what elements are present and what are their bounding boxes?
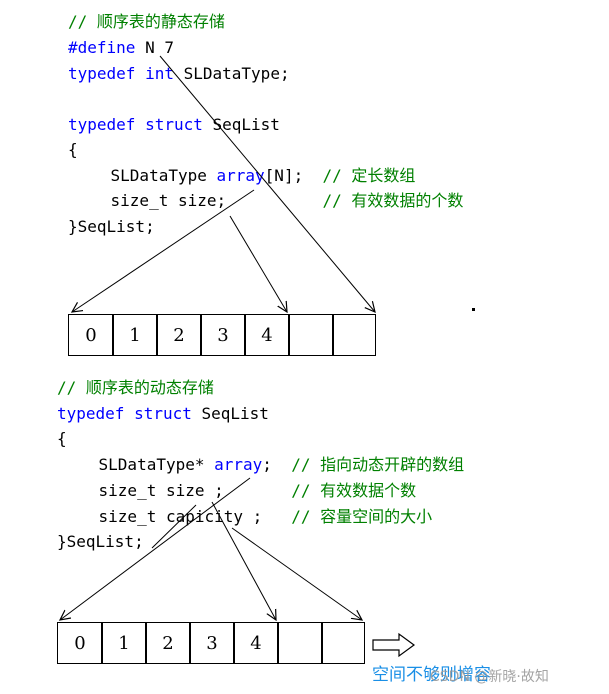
member-post: ; bbox=[262, 455, 292, 474]
typedef-int-line: typedef int SLDataType; bbox=[68, 64, 290, 84]
dyn-member-array: SLDataType* array; // 指向动态开辟的数组 bbox=[60, 455, 465, 475]
member-comment: // 指向动态开辟的数组 bbox=[291, 455, 465, 474]
member-comment: // 定长数组 bbox=[322, 166, 416, 185]
space bbox=[135, 115, 145, 134]
define-text: N 7 bbox=[135, 38, 174, 57]
struct-keyword: struct bbox=[134, 404, 192, 423]
int-keyword: int bbox=[145, 64, 174, 83]
dynamic-cell-6 bbox=[321, 622, 365, 664]
define-line: #define N 7 bbox=[68, 38, 174, 58]
struct-name: SeqList bbox=[191, 404, 269, 423]
hollow-growth-arrow bbox=[372, 632, 416, 658]
grow-note: 空间不够则增容 bbox=[372, 665, 491, 685]
static-cell-5 bbox=[288, 314, 334, 356]
arrow-dyn-capacity-to-end bbox=[231, 527, 362, 620]
csdn-watermark: CSDN @新晓·故知 bbox=[430, 669, 549, 685]
static-cell-1: 1 bbox=[112, 314, 158, 356]
static-cell-6 bbox=[332, 314, 376, 356]
dynamic-cell-5 bbox=[277, 622, 323, 664]
struct-name: SeqList bbox=[202, 115, 280, 134]
typedef-keyword: typedef bbox=[68, 64, 136, 83]
member-post: [N]; bbox=[264, 166, 323, 185]
stray-dot bbox=[472, 308, 475, 311]
array-keyword: array bbox=[214, 455, 263, 474]
open-brace: { bbox=[68, 140, 78, 159]
dynamic-cell-3: 3 bbox=[189, 622, 235, 664]
dyn-member-size: size_t size ; // 有效数据个数 bbox=[60, 481, 417, 501]
close-seqlist: }SeqList; bbox=[68, 217, 155, 236]
static-member-size: size_t size; // 有效数据的个数 bbox=[72, 191, 464, 211]
struct-keyword: struct bbox=[145, 115, 203, 134]
static-cell-4: 4 bbox=[244, 314, 290, 356]
typedef-struct-line: typedef struct SeqList bbox=[68, 115, 280, 135]
dyn-typedef-struct-line: typedef struct SeqList bbox=[57, 404, 269, 424]
static-cell-3: 3 bbox=[200, 314, 246, 356]
dyn-member-capacity: size_t capicity ; // 容量空间的大小 bbox=[60, 507, 433, 527]
space bbox=[135, 64, 145, 83]
typedef-int-text: SLDataType; bbox=[173, 64, 290, 83]
member-text: size_t size; bbox=[72, 191, 323, 210]
member-type: SLDataType bbox=[72, 166, 217, 185]
dynamic-cell-0: 0 bbox=[57, 622, 103, 664]
dyn-close-seqlist: }SeqList; bbox=[57, 532, 144, 551]
member-comment: // 有效数据的个数 bbox=[322, 191, 464, 210]
member-text: size_t capicity ; bbox=[60, 507, 292, 526]
static-cell-2: 2 bbox=[156, 314, 202, 356]
array-keyword: array bbox=[216, 166, 265, 185]
dynamic-cell-4: 4 bbox=[233, 622, 279, 664]
member-comment: // 有效数据个数 bbox=[291, 481, 417, 500]
member-text: size_t size ; bbox=[60, 481, 292, 500]
typedef-keyword: typedef bbox=[68, 115, 136, 134]
typedef-keyword: typedef bbox=[57, 404, 125, 423]
define-keyword: #define bbox=[68, 38, 136, 57]
dynamic-comment: // 顺序表的动态存储 bbox=[57, 378, 214, 397]
space bbox=[124, 404, 134, 423]
static-comment: // 顺序表的静态存储 bbox=[68, 12, 225, 31]
static-cell-0: 0 bbox=[68, 314, 114, 356]
dynamic-cell-1: 1 bbox=[101, 622, 147, 664]
arrow-size-to-next-slot bbox=[229, 215, 287, 312]
dyn-open-brace: { bbox=[57, 429, 67, 448]
member-comment: // 容量空间的大小 bbox=[291, 507, 433, 526]
static-member-array: SLDataType array[N]; // 定长数组 bbox=[72, 166, 416, 186]
member-type: SLDataType* bbox=[60, 455, 215, 474]
dynamic-cell-2: 2 bbox=[145, 622, 191, 664]
